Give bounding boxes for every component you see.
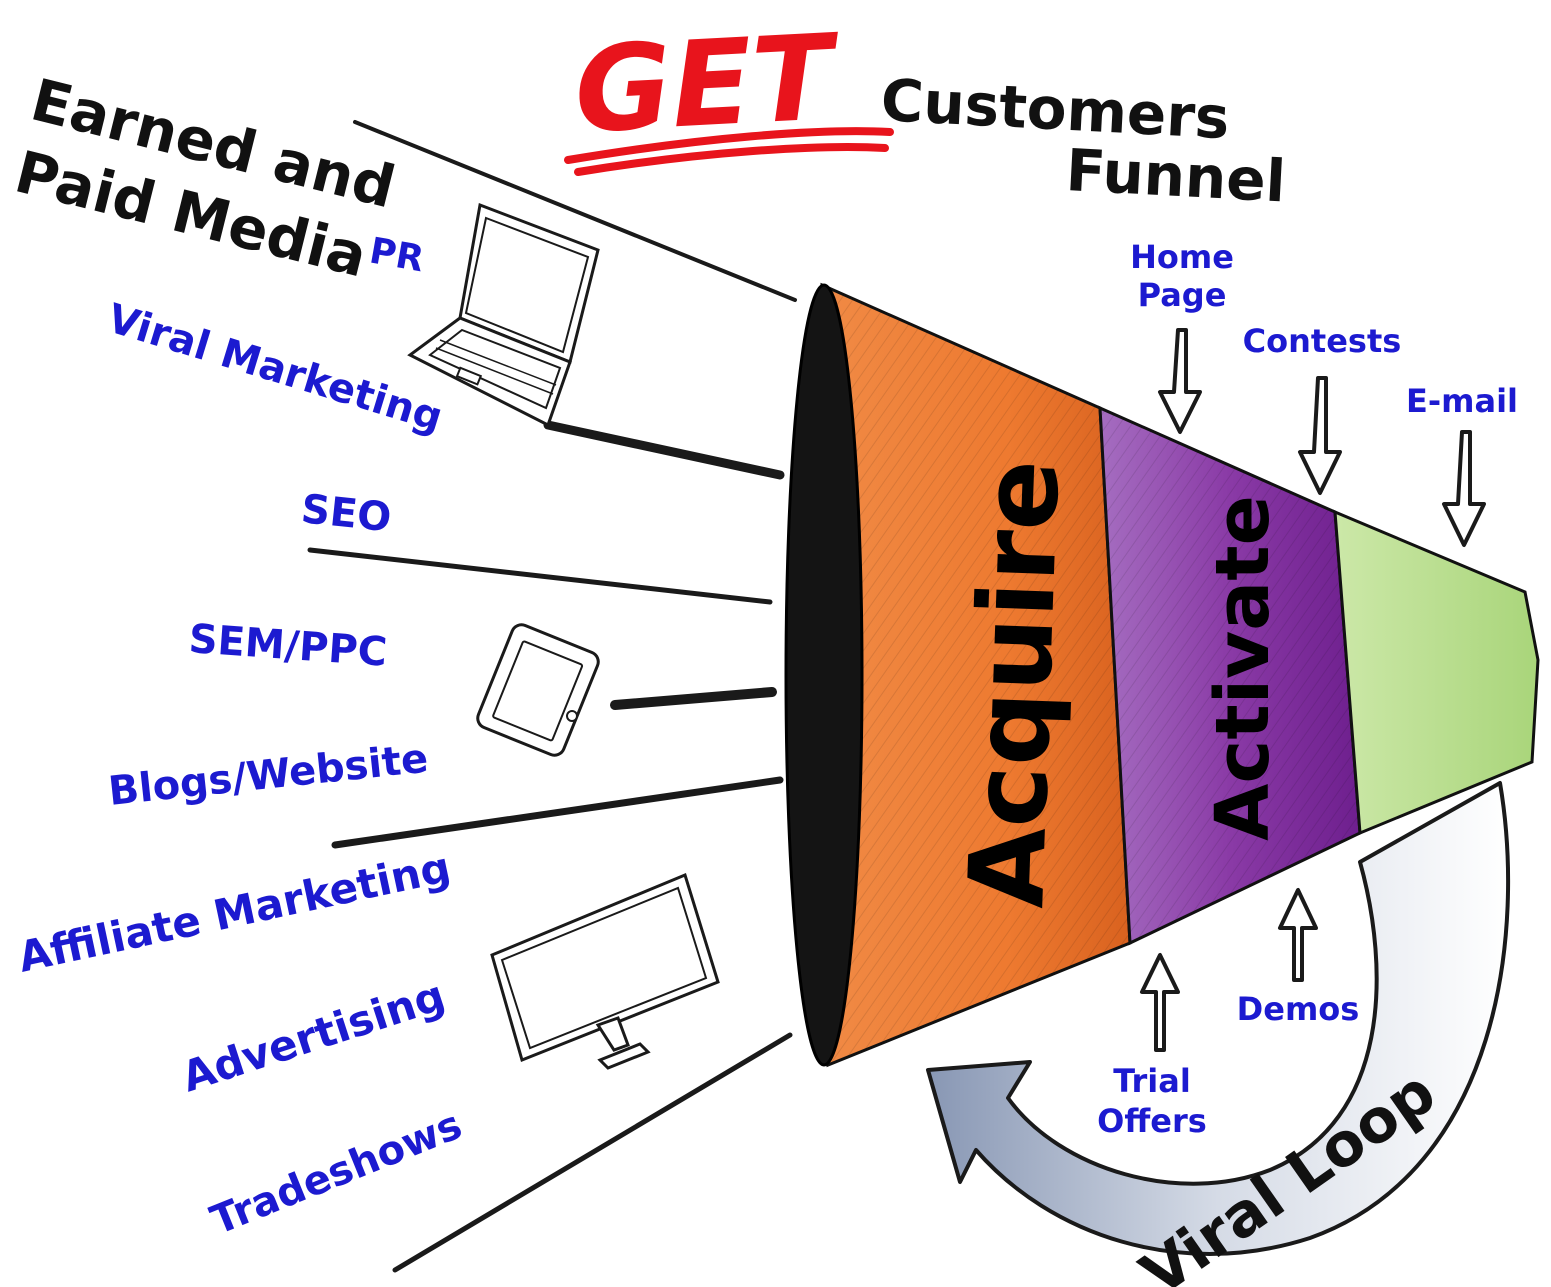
viral-loop-arrow-icon <box>926 781 1511 1256</box>
channel-label-blogs-website: Blogs/Website <box>106 736 430 815</box>
tablet-icon <box>476 623 600 757</box>
laptop-icon <box>407 202 600 428</box>
stage-label-acquire: Acquire <box>945 458 1083 910</box>
channel-line-sem <box>610 687 777 710</box>
monitor-icon <box>490 872 720 1070</box>
channel-line-tradeshows <box>392 1032 793 1273</box>
channel-line-viral <box>543 420 785 480</box>
channel-label-tradeshows: Tradeshows <box>205 1102 469 1244</box>
title-customers: Customers <box>879 66 1231 152</box>
title: GET Customers Funnel <box>564 8 1287 215</box>
stage-green <box>1333 509 1540 836</box>
home-page-arrow-icon <box>1158 328 1202 434</box>
channel-lines <box>307 120 797 1273</box>
label-demos: Demos <box>1237 990 1360 1028</box>
email-arrow-icon <box>1442 430 1486 547</box>
channel-label-affiliate-marketing: Affiliate Marketing <box>14 842 455 981</box>
label-home: Home <box>1130 238 1234 276</box>
title-underline <box>564 127 894 176</box>
up-arrows <box>1140 888 1318 1052</box>
input-labels: Home Page Contests E-mail Trial Offers D… <box>1097 238 1518 1140</box>
label-contests: Contests <box>1243 322 1402 360</box>
funnel: Acquire Activate <box>784 282 1540 1068</box>
label-email: E-mail <box>1406 382 1518 420</box>
label-offers: Offers <box>1097 1102 1207 1140</box>
label-trial: Trial <box>1113 1062 1191 1100</box>
title-funnel: Funnel <box>1064 136 1287 215</box>
label-page: Page <box>1138 276 1227 314</box>
trial-arrow-icon <box>1140 953 1180 1052</box>
contests-arrow-icon <box>1298 376 1342 495</box>
channel-line-seo <box>307 547 773 605</box>
channel-label-advertising: Advertising <box>176 971 451 1102</box>
demos-arrow-icon <box>1278 888 1318 982</box>
stage-label-activate: Activate <box>1200 495 1286 841</box>
channel-line-blogs <box>331 776 784 849</box>
channel-labels: PR Viral Marketing SEO SEM/PPC Blogs/Web… <box>14 230 468 1244</box>
media-heading: Earned and Paid Media <box>9 66 402 291</box>
down-arrows <box>1158 328 1486 547</box>
channel-label-viral-marketing: Viral Marketing <box>102 296 448 442</box>
funnel-mouth <box>784 283 864 1067</box>
channel-label-pr: PR <box>366 230 426 280</box>
channel-line-pr <box>353 120 797 302</box>
channel-label-seo: SEO <box>299 486 393 541</box>
channel-label-sem-ppc: SEM/PPC <box>187 616 388 676</box>
